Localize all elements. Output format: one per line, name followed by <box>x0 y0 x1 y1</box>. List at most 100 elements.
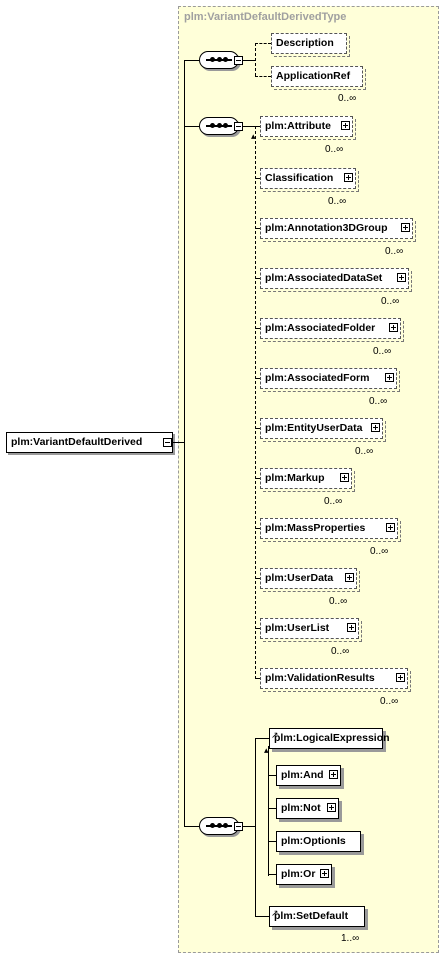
sequence-collapse-icon[interactable] <box>234 122 243 131</box>
connector <box>255 43 271 45</box>
connector <box>255 428 260 430</box>
reference-arrow-icon: ▴ <box>251 131 256 141</box>
connector <box>184 126 199 127</box>
expand-icon[interactable] <box>397 273 406 282</box>
reference-arrow-icon: ↗ <box>271 908 279 918</box>
cardinality: 0..∞ <box>328 196 347 207</box>
cardinality: 0..∞ <box>338 93 357 104</box>
expand-icon[interactable] <box>327 803 336 812</box>
cardinality: 0..∞ <box>355 446 374 457</box>
connector <box>184 826 199 827</box>
element-userdata[interactable]: plm:UserData <box>260 568 361 593</box>
connector <box>255 578 260 580</box>
cardinality: 0..∞ <box>329 596 348 607</box>
expand-icon[interactable] <box>386 523 395 532</box>
element-associatedfolder[interactable]: plm:AssociatedFolder <box>260 318 405 343</box>
connector <box>255 528 260 530</box>
connector <box>243 826 255 827</box>
connector <box>172 442 184 443</box>
connector <box>255 76 271 78</box>
element-description[interactable]: Description <box>271 33 350 57</box>
sequence-icon <box>199 117 239 135</box>
expand-icon[interactable] <box>371 423 380 432</box>
substitution-arrow-icon: ▴ <box>264 745 269 755</box>
cardinality: 0..∞ <box>373 346 392 357</box>
connector <box>268 841 276 842</box>
element-and[interactable]: plm:And <box>276 765 341 786</box>
connector <box>255 178 260 180</box>
element-label: plm:Annotation3DGroup <box>265 222 388 234</box>
type-label: plm:VariantDefaultDerivedType <box>184 11 347 23</box>
cardinality: 1..∞ <box>341 933 360 944</box>
expand-icon[interactable] <box>329 770 338 779</box>
element-entityuserdata[interactable]: plm:EntityUserData <box>260 418 387 443</box>
element-markup[interactable]: plm:Markup <box>260 468 356 493</box>
element-label: plm:UserData <box>265 572 334 584</box>
connector <box>268 808 276 809</box>
reference-arrow-icon: ↗ <box>271 730 279 740</box>
connector <box>255 738 256 916</box>
element-label: plm:And <box>281 769 324 781</box>
expand-icon[interactable] <box>341 121 350 130</box>
element-label: Classification <box>265 172 334 184</box>
element-optionis[interactable]: plm:OptionIs <box>276 831 361 852</box>
connector <box>268 746 269 876</box>
connector <box>255 126 257 679</box>
element-label: plm:OptionIs <box>281 835 346 847</box>
expand-icon[interactable] <box>347 623 356 632</box>
connector <box>255 678 260 680</box>
connector <box>255 378 260 380</box>
element-associateddataset[interactable]: plm:AssociatedDataSet <box>260 268 413 293</box>
expand-icon[interactable] <box>320 869 329 878</box>
sequence-collapse-icon[interactable] <box>234 56 243 65</box>
expand-icon[interactable] <box>385 373 394 382</box>
cardinality: 0..∞ <box>325 144 344 155</box>
connector <box>184 60 185 827</box>
element-not[interactable]: plm:Not <box>276 798 339 819</box>
element-label: plm:Attribute <box>265 120 331 132</box>
element-associatedform[interactable]: plm:AssociatedForm <box>260 368 401 393</box>
root-element[interactable]: plm:VariantDefaultDerived <box>6 432 173 453</box>
element-label: plm:Not <box>281 802 321 814</box>
root-collapse-icon[interactable] <box>163 438 172 447</box>
sequence-icon <box>199 51 239 69</box>
expand-icon[interactable] <box>389 323 398 332</box>
connector <box>255 916 269 917</box>
connector <box>255 628 260 630</box>
connector <box>255 126 260 128</box>
element-label: plm:MassProperties <box>265 522 366 534</box>
connector <box>255 43 257 76</box>
element-description-label: Description <box>276 37 334 49</box>
connector <box>255 738 269 739</box>
sequence-collapse-icon[interactable] <box>234 822 243 831</box>
element-setdefault[interactable]: plm:SetDefault <box>269 906 369 931</box>
cardinality: 0..∞ <box>324 496 343 507</box>
connector <box>255 228 260 230</box>
element-label: plm:ValidationResults <box>265 672 375 684</box>
connector <box>268 874 276 875</box>
element-classification[interactable]: Classification <box>260 168 360 193</box>
element-attribute[interactable]: plm:Attribute <box>260 116 357 141</box>
element-applicationref[interactable]: ApplicationRef <box>271 66 367 91</box>
element-label: plm:Markup <box>265 472 325 484</box>
element-label: plm:UserList <box>265 622 330 634</box>
element-applicationref-label: ApplicationRef <box>276 70 351 82</box>
expand-icon[interactable] <box>401 223 410 232</box>
element-logicalexpression[interactable]: plm:LogicalExpression <box>269 728 390 749</box>
connector <box>243 60 255 61</box>
cardinality: 0..∞ <box>331 646 350 657</box>
root-element-label: plm:VariantDefaultDerived <box>11 436 143 448</box>
element-or[interactable]: plm:Or <box>276 864 332 885</box>
cardinality: 0..∞ <box>380 696 399 707</box>
element-label: plm:AssociatedForm <box>265 372 370 384</box>
element-validationresults[interactable]: plm:ValidationResults <box>260 668 412 693</box>
element-massproperties[interactable]: plm:MassProperties <box>260 518 402 543</box>
cardinality: 0..∞ <box>369 396 388 407</box>
element-annotation3dgroup[interactable]: plm:Annotation3DGroup <box>260 218 417 243</box>
cardinality: 0..∞ <box>385 246 404 257</box>
expand-icon[interactable] <box>345 573 354 582</box>
expand-icon[interactable] <box>344 173 353 182</box>
element-userlist[interactable]: plm:UserList <box>260 618 363 643</box>
expand-icon[interactable] <box>340 473 349 482</box>
expand-icon[interactable] <box>396 673 405 682</box>
